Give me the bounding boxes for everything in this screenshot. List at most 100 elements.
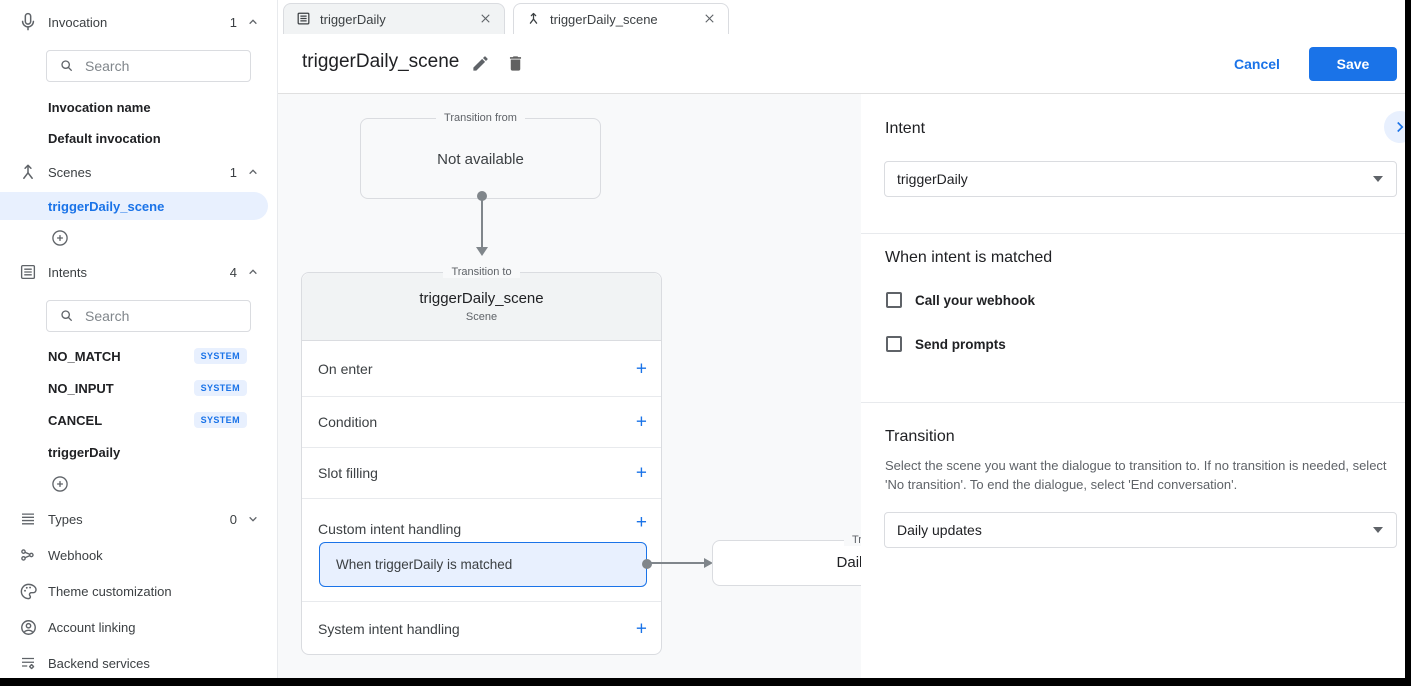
scenes-icon (526, 11, 542, 27)
scene-row-custom-intent-handling: Custom intent handling + When triggerDai… (302, 499, 661, 602)
scene-row-system-intent-handling: System intent handling + (318, 618, 647, 640)
transition-from-value: Not available (437, 151, 524, 168)
checkbox-unchecked[interactable] (886, 292, 902, 308)
system-badge: SYSTEM (193, 348, 247, 364)
types-icon (18, 509, 38, 529)
system-badge: SYSTEM (193, 380, 247, 396)
connector-dot (642, 559, 652, 569)
scene-row-condition: Condition + (302, 397, 661, 448)
backend-services-icon (18, 653, 38, 673)
add-system-intent-button[interactable]: + (635, 618, 647, 640)
close-icon[interactable] (702, 11, 718, 27)
connector-dot (477, 191, 487, 201)
tab-triggerdaily-scene[interactable]: triggerDaily_scene (513, 3, 729, 34)
scenes-icon (18, 162, 38, 182)
section-label: Intents (48, 264, 88, 280)
connector-line (651, 562, 705, 564)
scene-node: Transition to triggerDaily_scene Scene O… (301, 266, 662, 655)
send-prompts-checkbox-row[interactable]: Send prompts (886, 334, 1006, 354)
dropdown-caret-icon (1373, 176, 1383, 182)
edit-icon[interactable] (471, 54, 491, 74)
add-intent-button[interactable] (50, 474, 70, 494)
article-icon (296, 11, 312, 27)
search-icon (61, 310, 73, 322)
divider (861, 233, 1405, 234)
search-input[interactable] (85, 308, 225, 324)
page-title: triggerDaily_scene (302, 51, 460, 72)
add-custom-intent-button[interactable]: + (635, 512, 647, 533)
sidebar-item-backend-services[interactable]: Backend services (0, 651, 277, 675)
sidebar-section-intents[interactable]: Intents 4 (0, 260, 277, 284)
tab-triggerdaily[interactable]: triggerDaily (283, 3, 505, 34)
sidebar-item-account-linking[interactable]: Account linking (0, 615, 277, 639)
intent-select[interactable]: triggerDaily (884, 161, 1397, 197)
when-intent-matched-heading: When intent is matched (885, 249, 1053, 266)
transition-target-node: Transition to Daily updates (712, 534, 861, 586)
window-edge (1405, 0, 1411, 686)
chevron-down-icon[interactable] (245, 511, 261, 527)
sidebar-section-scenes[interactable]: Scenes 1 (0, 160, 277, 184)
add-scene-button[interactable] (50, 228, 70, 248)
microphone-icon (18, 12, 38, 32)
sidebar-item-webhook[interactable]: Webhook (0, 543, 277, 567)
scene-row-on-enter: On enter + (302, 341, 661, 397)
scene-header: triggerDaily_scene Cancel Save (278, 34, 1405, 94)
system-badge: SYSTEM (193, 412, 247, 428)
webhook-icon (18, 545, 38, 565)
add-on-enter-button[interactable]: + (635, 358, 647, 379)
add-slot-filling-button[interactable]: + (635, 462, 647, 484)
sidebar-item-no-match[interactable]: NO_MATCH SYSTEM (0, 345, 277, 367)
transition-description: Select the scene you want the dialogue t… (885, 458, 1387, 492)
call-webhook-checkbox-row[interactable]: Call your webhook (886, 290, 1035, 310)
connector-line (481, 197, 483, 248)
sidebar: Invocation 1 Invocation name Default inv… (0, 0, 278, 678)
plus-circle-icon (52, 230, 68, 246)
chevron-up-icon[interactable] (245, 164, 261, 180)
node-label: Transition from (361, 112, 600, 124)
sidebar-item-triggerdaily-intent[interactable]: triggerDaily (48, 444, 121, 460)
section-count: 0 (229, 511, 237, 527)
sidebar-item-default-invocation[interactable]: Default invocation (48, 130, 161, 146)
intent-details-panel: Intent triggerDaily When intent is match… (861, 94, 1411, 678)
scene-node-header: triggerDaily_scene Scene (302, 273, 661, 341)
window-edge (0, 678, 1411, 686)
save-button[interactable]: Save (1309, 47, 1397, 81)
dropdown-caret-icon (1373, 527, 1383, 533)
transition-target-value: Daily updates (836, 554, 861, 571)
section-count: 4 (229, 264, 237, 280)
custom-intent-item[interactable]: When triggerDaily is matched (319, 542, 652, 587)
sidebar-item-no-input[interactable]: NO_INPUT SYSTEM (0, 377, 277, 399)
transition-select[interactable]: Daily updates (884, 512, 1397, 548)
plus-circle-icon (52, 476, 68, 492)
search-input[interactable] (85, 58, 225, 74)
sidebar-section-invocation[interactable]: Invocation 1 (0, 10, 277, 34)
cancel-button[interactable]: Cancel (1234, 56, 1280, 72)
sidebar-item-cancel-intent[interactable]: CANCEL SYSTEM (0, 409, 277, 431)
section-label: Types (48, 511, 83, 527)
arrow-right (704, 558, 713, 568)
arrow-down (476, 247, 488, 256)
invocation-search[interactable] (46, 50, 251, 82)
sidebar-item-triggerdaily-scene-selected[interactable]: triggerDaily_scene (0, 192, 268, 220)
delete-icon[interactable] (506, 54, 526, 74)
chevron-up-icon[interactable] (245, 14, 261, 30)
close-icon[interactable] (478, 11, 494, 27)
section-count: 1 (229, 164, 237, 180)
scene-name: triggerDaily_scene (419, 290, 544, 307)
account-circle-icon (18, 617, 38, 637)
palette-icon (18, 581, 38, 601)
sidebar-section-types[interactable]: Types 0 (0, 507, 277, 531)
intents-search[interactable] (46, 300, 251, 332)
chevron-up-icon[interactable] (245, 264, 261, 280)
node-label: Transition to (302, 266, 661, 278)
sidebar-item-theme-customization[interactable]: Theme customization (0, 579, 277, 603)
sidebar-item-invocation-name[interactable]: Invocation name (48, 99, 151, 115)
node-label: Transition to (713, 534, 861, 546)
section-label: Invocation (48, 14, 108, 30)
add-condition-button[interactable]: + (635, 411, 647, 433)
tab-label: triggerDaily_scene (550, 11, 658, 27)
scene-type: Scene (465, 311, 498, 323)
checkbox-unchecked[interactable] (886, 336, 902, 352)
section-count: 1 (229, 14, 237, 30)
